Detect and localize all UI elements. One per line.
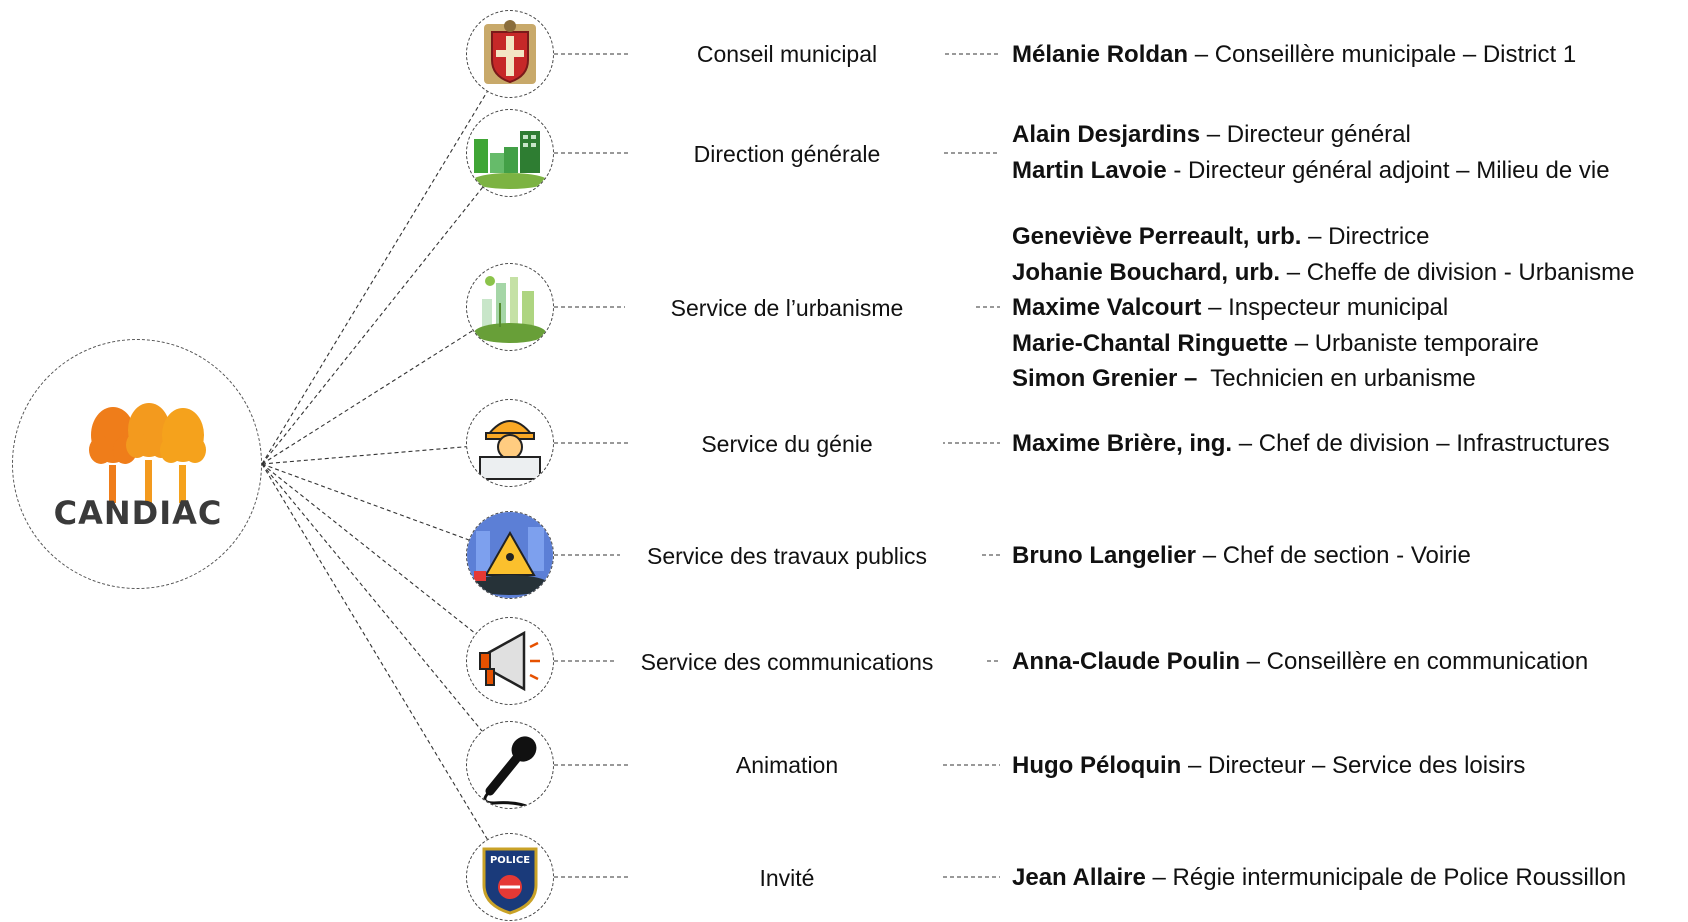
dept-label-urbanisme: Service de l’urbanisme: [631, 294, 943, 322]
connector-line: [261, 463, 483, 732]
person-entry: Maxime Brière, ing. – Chef de division –…: [1012, 430, 1610, 457]
people-communications: Anna-Claude Poulin – Conseillère en comm…: [1012, 644, 1588, 680]
person-entry: Hugo Péloquin – Directeur – Service des …: [1012, 752, 1526, 779]
connector-line: [261, 446, 467, 465]
dept-label-animation: Animation: [631, 751, 943, 779]
dept-label-conseil: Conseil municipal: [631, 40, 943, 68]
microphone-icon: [466, 721, 554, 809]
people-animation: Hugo Péloquin – Directeur – Service des …: [1012, 748, 1525, 784]
coat-of-arms-icon: [466, 10, 554, 98]
connector-line: [261, 187, 483, 465]
engineer-icon: [466, 399, 554, 487]
person-entry: Alain Desjardins – Directeur général: [1012, 121, 1411, 148]
people-genie: Maxime Brière, ing. – Chef de division –…: [1012, 426, 1610, 462]
dept-label-genie: Service du génie: [631, 430, 943, 458]
connector-line: [261, 330, 474, 465]
people-conseil: Mélanie Roldan – Conseillère municipale …: [1012, 37, 1576, 73]
eco-city-icon: [466, 263, 554, 351]
person-entry: Maxime Valcourt – Inspecteur municipal: [1012, 294, 1449, 321]
police-badge-icon: POLICE: [466, 833, 554, 921]
people-travaux: Bruno Langelier – Chef de section - Voir…: [1012, 538, 1471, 574]
dept-label-travaux: Service des travaux publics: [631, 542, 943, 570]
connector-line: [261, 463, 469, 541]
person-entry: Bruno Langelier – Chef de section - Voir…: [1012, 542, 1471, 569]
person-entry: Anna-Claude Poulin – Conseillère en comm…: [1012, 648, 1589, 675]
people-urbanisme: Geneviève Perreault, urb. – Directrice J…: [1012, 219, 1634, 397]
people-invite: Jean Allaire – Régie intermunicipale de …: [1012, 860, 1626, 896]
dept-label-invite: Invité: [631, 864, 943, 892]
dept-label-communications: Service des communications: [631, 648, 943, 676]
person-entry: Johanie Bouchard, urb. – Cheffe de divis…: [1012, 258, 1635, 286]
roadwork-icon: [466, 511, 554, 599]
people-direction: Alain Desjardins – Directeur général Mar…: [1012, 117, 1610, 188]
svg-text:POLICE: POLICE: [490, 855, 530, 866]
green-city-icon: [466, 109, 554, 197]
person-entry: Geneviève Perreault, urb. – Directrice: [1012, 223, 1430, 250]
person-entry: Simon Grenier – Technicien en urbanisme: [1012, 365, 1476, 392]
megaphone-icon: [466, 617, 554, 705]
tree-logo-icon: [89, 403, 206, 503]
connector-line: [261, 463, 488, 840]
connector-line: [261, 91, 488, 465]
person-entry: Martin Lavoie - Directeur général adjoin…: [1012, 156, 1610, 184]
person-entry: Mélanie Roldan – Conseillère municipale …: [1012, 41, 1577, 68]
person-entry: Marie-Chantal Ringuette – Urbaniste temp…: [1012, 329, 1539, 357]
person-entry: Jean Allaire – Régie intermunicipale de …: [1012, 864, 1627, 891]
connector-line: [261, 463, 476, 635]
logo-wordmark: CANDIAC: [53, 494, 223, 532]
candiac-logo-circle: CANDIAC: [12, 339, 262, 589]
dept-label-direction: Direction générale: [631, 140, 943, 168]
